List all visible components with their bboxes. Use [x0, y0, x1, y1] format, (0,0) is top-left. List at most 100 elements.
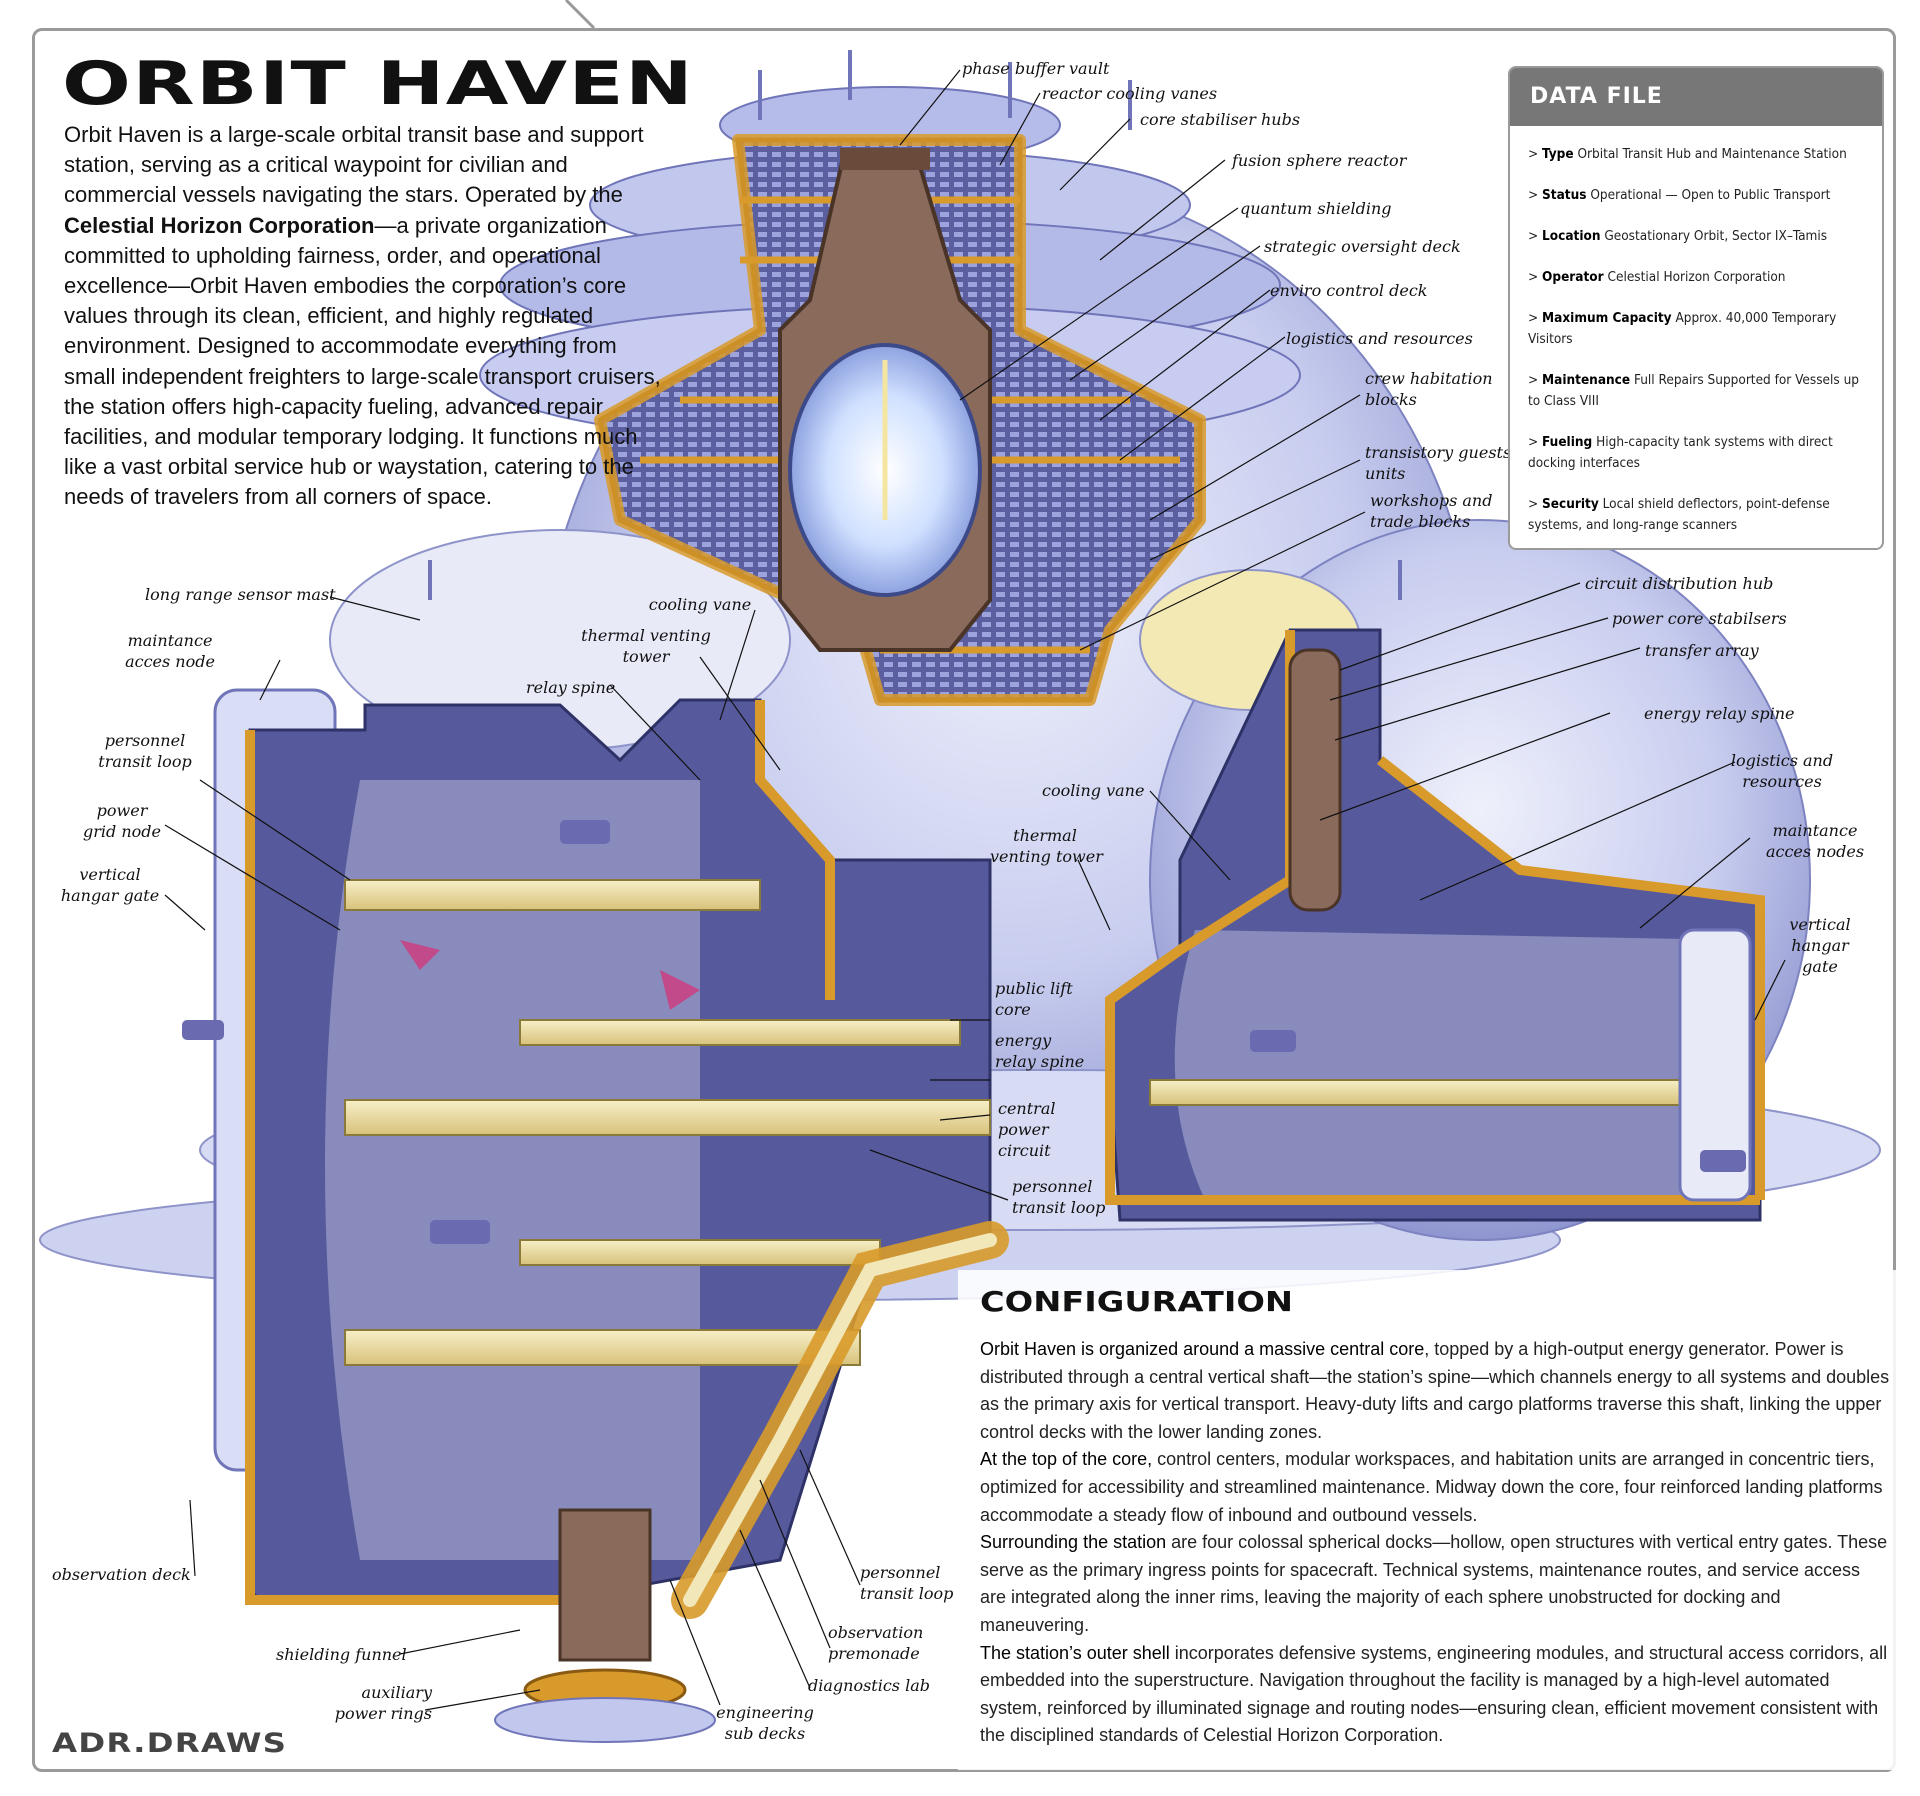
- intro-text-2: —a private organization committed to uph…: [64, 212, 661, 510]
- configuration-body: Orbit Haven is organized around a massiv…: [980, 1336, 1890, 1750]
- data-file-value: Geostationary Orbit, Sector IX–Tamis: [1604, 228, 1828, 244]
- data-file-value: Celestial Horizon Corporation: [1607, 269, 1786, 285]
- data-file-value: Local shield deflectors, point-defense s…: [1528, 496, 1830, 533]
- data-file-value: Full Repairs Supported for Vessels up to…: [1528, 372, 1859, 409]
- label-line: public lift: [995, 979, 1073, 998]
- label-cooling-vane-left: cooling vane: [648, 595, 752, 614]
- label-line: transistory guests: [1365, 443, 1512, 462]
- label-line: tower: [622, 647, 670, 666]
- label-line: hangar: [1791, 936, 1849, 955]
- label-line: hangar gate: [60, 886, 160, 905]
- label-shielding-funnel: shielding funnel: [276, 1645, 407, 1664]
- label-relay-spine: relay spine: [526, 678, 616, 697]
- config-text: , topped by a high-output energy generat…: [980, 1339, 1890, 1442]
- leader-lines: [164, 69, 1786, 1711]
- left-sphere-cutaway: [182, 698, 1009, 1743]
- label-line: logistics and: [1730, 751, 1834, 770]
- data-file-value: High-capacity tank systems with direct d…: [1528, 434, 1833, 471]
- label-line: vertical: [1789, 915, 1851, 934]
- label-line: power rings: [334, 1704, 432, 1723]
- data-file-item: > Type Orbital Transit Hub and Maintenan…: [1528, 146, 1847, 162]
- data-file-key: Location: [1542, 228, 1601, 244]
- label-vertical-hangar-gate-left: vertical hangar gate: [50, 864, 170, 906]
- data-file-key: Operator: [1542, 269, 1604, 285]
- label-line: premonade: [828, 1644, 920, 1663]
- label-line: personnel: [860, 1563, 941, 1582]
- label-line: thermal venting: [581, 626, 711, 645]
- label-line: personnel: [1012, 1177, 1093, 1196]
- label-line: acces nodes: [1765, 842, 1865, 861]
- label-reactor-cooling-vanes: reactor cooling vanes: [1042, 84, 1218, 103]
- config-lead: Surrounding the station: [980, 1532, 1167, 1553]
- label-line: core: [995, 1000, 1031, 1019]
- label-quantum-shielding: quantum shielding: [1240, 199, 1392, 218]
- data-file-item: > Status Operational — Open to Public Tr…: [1528, 187, 1831, 203]
- label-line: power: [998, 1120, 1049, 1139]
- page-title: ORBIT HAVEN: [62, 49, 695, 119]
- configuration-panel: CONFIGURATION Orbit Haven is organized a…: [958, 1270, 1896, 1770]
- label-logistics-and-resources-right: logistics and resources: [1722, 750, 1842, 792]
- label-diagnostics-lab: diagnostics lab: [808, 1676, 930, 1695]
- label-line: resources: [1742, 772, 1822, 791]
- label-line: venting tower: [990, 847, 1103, 866]
- label-line: circuit: [998, 1141, 1051, 1160]
- data-file-list: > Type Orbital Transit Hub and Maintenan…: [1510, 126, 1882, 536]
- label-line: energy: [995, 1031, 1052, 1050]
- label-line: observation: [828, 1623, 924, 1642]
- label-line: gate: [1802, 957, 1838, 976]
- data-file-key: Fueling: [1542, 434, 1593, 450]
- label-energy-relay-spine-mid: energy relay spine: [995, 1030, 1084, 1072]
- label-line: sub decks: [724, 1724, 806, 1743]
- label-line: maintance: [127, 631, 213, 650]
- data-file-key: Type: [1542, 146, 1574, 162]
- label-transfer-array: transfer array: [1645, 641, 1759, 660]
- data-file-item: > Operator Celestial Horizon Corporation: [1528, 269, 1786, 285]
- label-energy-relay-spine-right: energy relay spine: [1644, 704, 1795, 723]
- data-file-key: Maintenance: [1542, 372, 1631, 388]
- label-long-range-sensor-mast: long range sensor mast: [145, 585, 336, 604]
- data-file-panel: DATA FILE > Type Orbital Transit Hub and…: [1508, 66, 1884, 550]
- label-line: vertical: [79, 865, 141, 884]
- label-line: central: [998, 1099, 1056, 1118]
- config-text: are four colossal spherical docks—hollow…: [980, 1532, 1888, 1635]
- data-file-heading: DATA FILE: [1510, 68, 1882, 126]
- intro-paragraph: Orbit Haven is a large-scale orbital tra…: [64, 120, 674, 513]
- page-frame: [32, 28, 1896, 1772]
- configuration-heading: CONFIGURATION: [980, 1285, 1294, 1318]
- label-observation-premonade: observation premonade: [828, 1622, 923, 1664]
- data-file-key: Security: [1542, 496, 1599, 512]
- data-file-value: Operational — Open to Public Transport: [1590, 187, 1831, 203]
- label-line: grid node: [83, 822, 161, 841]
- label-line: thermal: [1013, 826, 1077, 845]
- frame-notch: [564, 0, 596, 30]
- right-sphere-cutaway: [1105, 628, 1765, 1222]
- label-circuit-distribution-hub: circuit distribution hub: [1585, 574, 1774, 593]
- label-strategic-oversight-deck: strategic oversight deck: [1264, 237, 1461, 256]
- data-file-value: Orbital Transit Hub and Maintenance Stat…: [1577, 146, 1847, 162]
- label-power-core-stabilsers: power core stabilsers: [1612, 609, 1787, 628]
- label-thermal-venting-tower-left: thermal venting tower: [576, 625, 716, 667]
- label-core-stabiliser-hubs: core stabiliser hubs: [1140, 110, 1301, 129]
- label-workshops-and-trade-blocks: workshops and trade blocks: [1370, 490, 1492, 532]
- intro-organization: Celestial Horizon Corporation: [64, 212, 375, 238]
- label-line: workshops and: [1370, 491, 1493, 510]
- label-line: trade blocks: [1370, 512, 1471, 531]
- label-line: relay spine: [995, 1052, 1085, 1071]
- data-file-item: > Maintenance Full Repairs Supported for…: [1528, 372, 1859, 409]
- label-line: personnel: [104, 731, 186, 750]
- config-lead: Orbit Haven is organized around a massiv…: [980, 1339, 1425, 1359]
- data-file-item: > Security Local shield deflectors, poin…: [1528, 496, 1830, 533]
- label-line: power: [96, 801, 148, 820]
- config-lead: The station’s outer shell: [980, 1642, 1170, 1663]
- data-file-item: > Location Geostationary Orbit, Sector I…: [1528, 228, 1828, 244]
